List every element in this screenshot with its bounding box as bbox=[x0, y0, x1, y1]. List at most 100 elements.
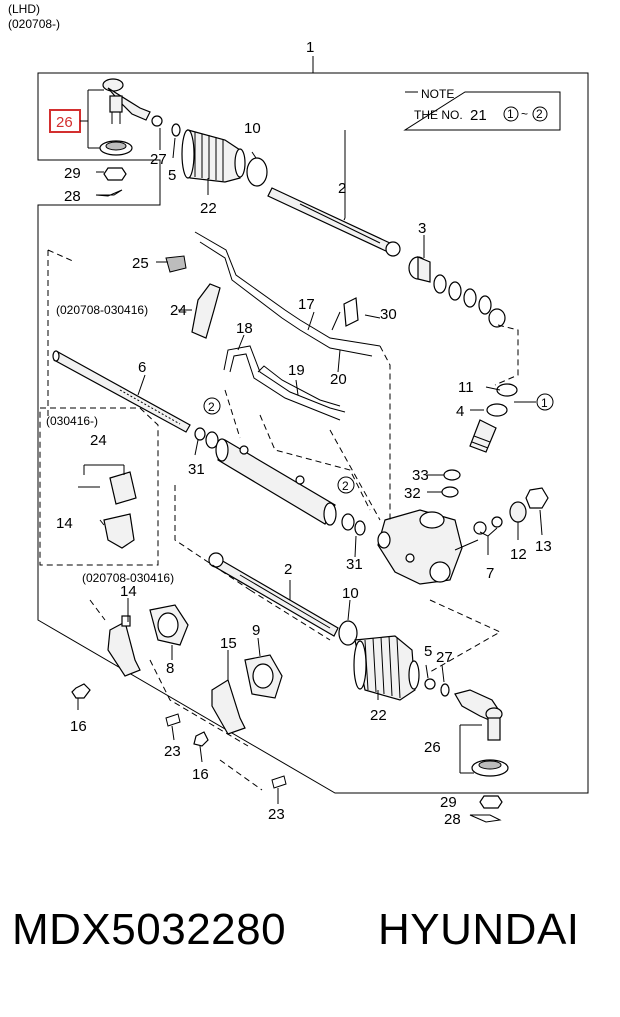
callout-11: 11 bbox=[458, 379, 474, 396]
highlight-label-26[interactable]: 26 bbox=[56, 114, 73, 131]
callout-28-bottom: 28 bbox=[444, 811, 461, 828]
callout-27-top: 27 bbox=[150, 151, 167, 168]
locknut-13 bbox=[525, 487, 549, 509]
callout-24-top: 24 bbox=[170, 302, 187, 319]
note-ref-no: 21 bbox=[470, 107, 487, 124]
yoke-7 bbox=[473, 516, 503, 535]
footer: MDX5032280 HYUNDAI bbox=[0, 905, 620, 975]
callout-2-bottom: 2 bbox=[284, 561, 292, 578]
callout-31-right: 31 bbox=[346, 556, 363, 573]
callout-20: 20 bbox=[330, 371, 347, 388]
bracket-24-top bbox=[191, 283, 221, 339]
nut-29-bottom bbox=[479, 795, 503, 809]
callout-7: 7 bbox=[486, 565, 494, 582]
part-number: MDX5032280 bbox=[12, 905, 287, 954]
assembly-frame bbox=[37, 72, 589, 794]
callout-24-inset: 24 bbox=[90, 432, 107, 449]
bushing-9 bbox=[244, 654, 283, 699]
callout-1: 1 bbox=[306, 39, 314, 56]
bushing-8 bbox=[149, 604, 189, 646]
callout-18: 18 bbox=[236, 320, 253, 337]
bracket-15 bbox=[211, 679, 246, 735]
callout-26-bottom: 26 bbox=[424, 739, 441, 756]
callout-14-bottom: 14 bbox=[120, 583, 137, 600]
callout-14-inset: 14 bbox=[56, 515, 73, 532]
note-prefix: THE NO. bbox=[414, 108, 463, 122]
parts-diagram: NOTE THE NO. 21 1 ~ 2 26 bbox=[37, 39, 589, 828]
bracket-24-inset bbox=[78, 471, 137, 505]
callout-16-center: 16 bbox=[192, 766, 209, 783]
note-range-sep: ~ bbox=[521, 107, 528, 121]
callout-23-upper: 23 bbox=[164, 743, 181, 760]
callout-2-top: 2 bbox=[338, 180, 346, 197]
tie-rod-end-top bbox=[99, 78, 181, 156]
callout-33: 33 bbox=[412, 467, 429, 484]
callout-25: 25 bbox=[132, 255, 149, 272]
bearing-4 bbox=[486, 403, 508, 417]
svg-text:2: 2 bbox=[342, 479, 349, 493]
bolt-23-lower bbox=[271, 775, 287, 789]
ref-circle-2b: 2 bbox=[337, 476, 355, 494]
nut-5-bottom bbox=[424, 678, 436, 690]
callout-17: 17 bbox=[298, 296, 315, 313]
pipe-17 bbox=[194, 231, 381, 357]
oring-31-bottom bbox=[354, 520, 366, 536]
oring-31-top bbox=[194, 427, 206, 441]
callout-10-bottom: 10 bbox=[342, 585, 359, 602]
note-range-to: 2 bbox=[536, 107, 543, 121]
callout-5-top: 5 bbox=[168, 167, 176, 184]
rack-6 bbox=[52, 350, 191, 433]
callout-10-top: 10 bbox=[244, 120, 261, 137]
callout-16-left: 16 bbox=[70, 718, 87, 735]
callout-19: 19 bbox=[288, 362, 305, 379]
callout-22-top: 22 bbox=[200, 200, 217, 217]
range-box-030416 bbox=[39, 407, 159, 566]
snap-ring-11 bbox=[496, 383, 518, 397]
boot-22-bottom bbox=[353, 635, 420, 701]
callout-29-top: 29 bbox=[64, 165, 81, 182]
boot-22-top bbox=[181, 129, 246, 183]
callout-9: 9 bbox=[252, 622, 260, 639]
spring-12 bbox=[509, 501, 527, 523]
callout-15: 15 bbox=[220, 635, 237, 652]
gear-housing bbox=[377, 509, 463, 585]
nut-16-center bbox=[193, 731, 209, 747]
rack-bar-2-bottom bbox=[208, 552, 339, 637]
callout-22-bottom: 22 bbox=[370, 707, 387, 724]
seal-rings bbox=[433, 274, 506, 328]
pipe-18 bbox=[223, 345, 346, 421]
note-box: NOTE THE NO. 21 1 ~ 2 bbox=[403, 87, 561, 131]
callout-23-lower: 23 bbox=[268, 806, 285, 823]
callout-32: 32 bbox=[404, 485, 421, 502]
band-10-bottom bbox=[338, 620, 358, 646]
callout-5-bottom: 5 bbox=[424, 643, 432, 660]
svg-text:1: 1 bbox=[541, 396, 548, 410]
clip-30 bbox=[343, 297, 359, 327]
callout-29-bottom: 29 bbox=[440, 794, 457, 811]
seal-33 bbox=[443, 469, 461, 481]
pinion-4 bbox=[469, 419, 497, 453]
callout-6: 6 bbox=[138, 359, 146, 376]
note-range-from: 1 bbox=[507, 107, 514, 121]
callout-28-top: 28 bbox=[64, 188, 81, 205]
callout-27-bottom: 27 bbox=[436, 649, 453, 666]
nut-27-bottom bbox=[440, 683, 450, 697]
range-label-3: (020708-030416) bbox=[82, 571, 174, 585]
note-circle-to bbox=[532, 106, 548, 122]
bracket-14-bottom bbox=[107, 615, 141, 677]
range-label-2: (030416-) bbox=[46, 414, 98, 428]
nut-16-left bbox=[71, 683, 91, 699]
note-circle-from bbox=[503, 106, 519, 122]
rack-bar-2-top bbox=[267, 187, 401, 257]
seal-ring-center bbox=[341, 513, 355, 531]
ring-32 bbox=[441, 486, 459, 498]
pipe-19 bbox=[257, 365, 341, 407]
range-label-1: (020708-030416) bbox=[56, 303, 148, 317]
cotter-pin-28-bottom bbox=[469, 814, 502, 823]
brand-name: HYUNDAI bbox=[378, 905, 580, 954]
callout-3: 3 bbox=[418, 220, 426, 237]
header-lhd: (LHD) bbox=[8, 2, 40, 16]
clip-25 bbox=[165, 255, 187, 273]
bracket-14-inset bbox=[103, 513, 135, 549]
tie-rod-end-bottom bbox=[454, 689, 509, 777]
